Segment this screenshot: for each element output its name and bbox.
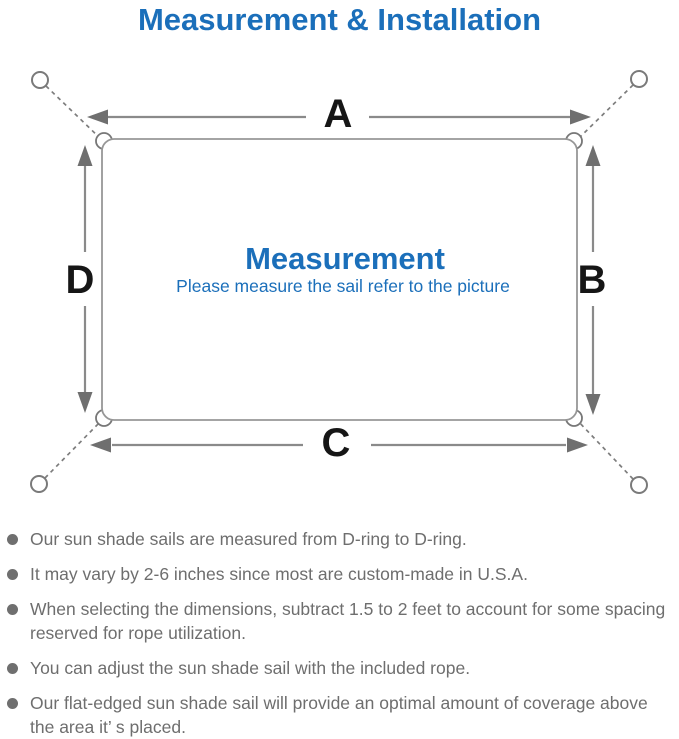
arrowhead-up-icon — [585, 145, 601, 166]
arrowhead-right-icon — [567, 437, 588, 453]
dimension-label-c: C — [322, 421, 351, 465]
rope-line-top-left — [45, 85, 103, 141]
anchor-point-icon-bottom-left — [30, 475, 48, 493]
arrowhead-left-icon — [87, 109, 108, 125]
notes-list: Our sun shade sails are measured from D-… — [7, 527, 673, 739]
dimension-label-d: D — [66, 258, 95, 302]
sail-outline — [101, 138, 578, 421]
arrowhead-right-icon — [570, 109, 591, 125]
note-text: You can adjust the sun shade sail with t… — [30, 658, 471, 678]
list-item: When selecting the dimensions, subtract … — [7, 597, 673, 645]
bullet-icon — [7, 604, 18, 615]
rope-line-top-right — [576, 84, 634, 141]
rope-lines — [44, 84, 634, 480]
dimension-arrow-d — [77, 145, 93, 413]
anchor-point-icon-top-right — [630, 70, 648, 88]
rope-line-bottom-left — [44, 419, 103, 479]
dimension-label-a: A — [324, 92, 353, 136]
list-item: You can adjust the sun shade sail with t… — [7, 656, 673, 680]
list-item: Our sun shade sails are measured from D-… — [7, 527, 673, 551]
anchor-point-icon-top-left — [31, 71, 49, 89]
note-text: Our sun shade sails are measured from D-… — [30, 529, 467, 549]
dimension-arrow-a — [87, 109, 591, 125]
note-text: When selecting the dimensions, subtract … — [30, 599, 666, 643]
anchor-point-icon-bottom-right — [630, 476, 648, 494]
bullet-icon — [7, 698, 18, 709]
measurement-diagram: A C D B Measurement Please measure the s… — [30, 70, 648, 494]
arrowhead-down-icon — [77, 392, 93, 413]
note-text: Our flat-edged sun shade sail will provi… — [30, 693, 648, 737]
diagram-center-title: Measurement — [245, 241, 445, 276]
page-title: Measurement & Installation — [137, 2, 542, 37]
bullet-icon — [7, 663, 18, 674]
bullet-icon — [7, 569, 18, 580]
dimension-label-b: B — [578, 258, 607, 302]
list-item: It may vary by 2-6 inches since most are… — [7, 562, 673, 586]
diagram-center-subtitle: Please measure the sail refer to the pic… — [176, 276, 510, 296]
anchor-points — [30, 70, 648, 494]
arrowhead-down-icon — [585, 394, 601, 415]
bullet-icon — [7, 534, 18, 545]
list-item: Our flat-edged sun shade sail will provi… — [7, 691, 673, 739]
dimension-arrow-c — [90, 437, 588, 453]
rope-line-bottom-right — [576, 419, 634, 480]
note-text: It may vary by 2-6 inches since most are… — [30, 564, 528, 584]
dimension-arrow-b — [585, 145, 601, 415]
arrowhead-left-icon — [90, 437, 111, 453]
arrowhead-up-icon — [77, 145, 93, 166]
